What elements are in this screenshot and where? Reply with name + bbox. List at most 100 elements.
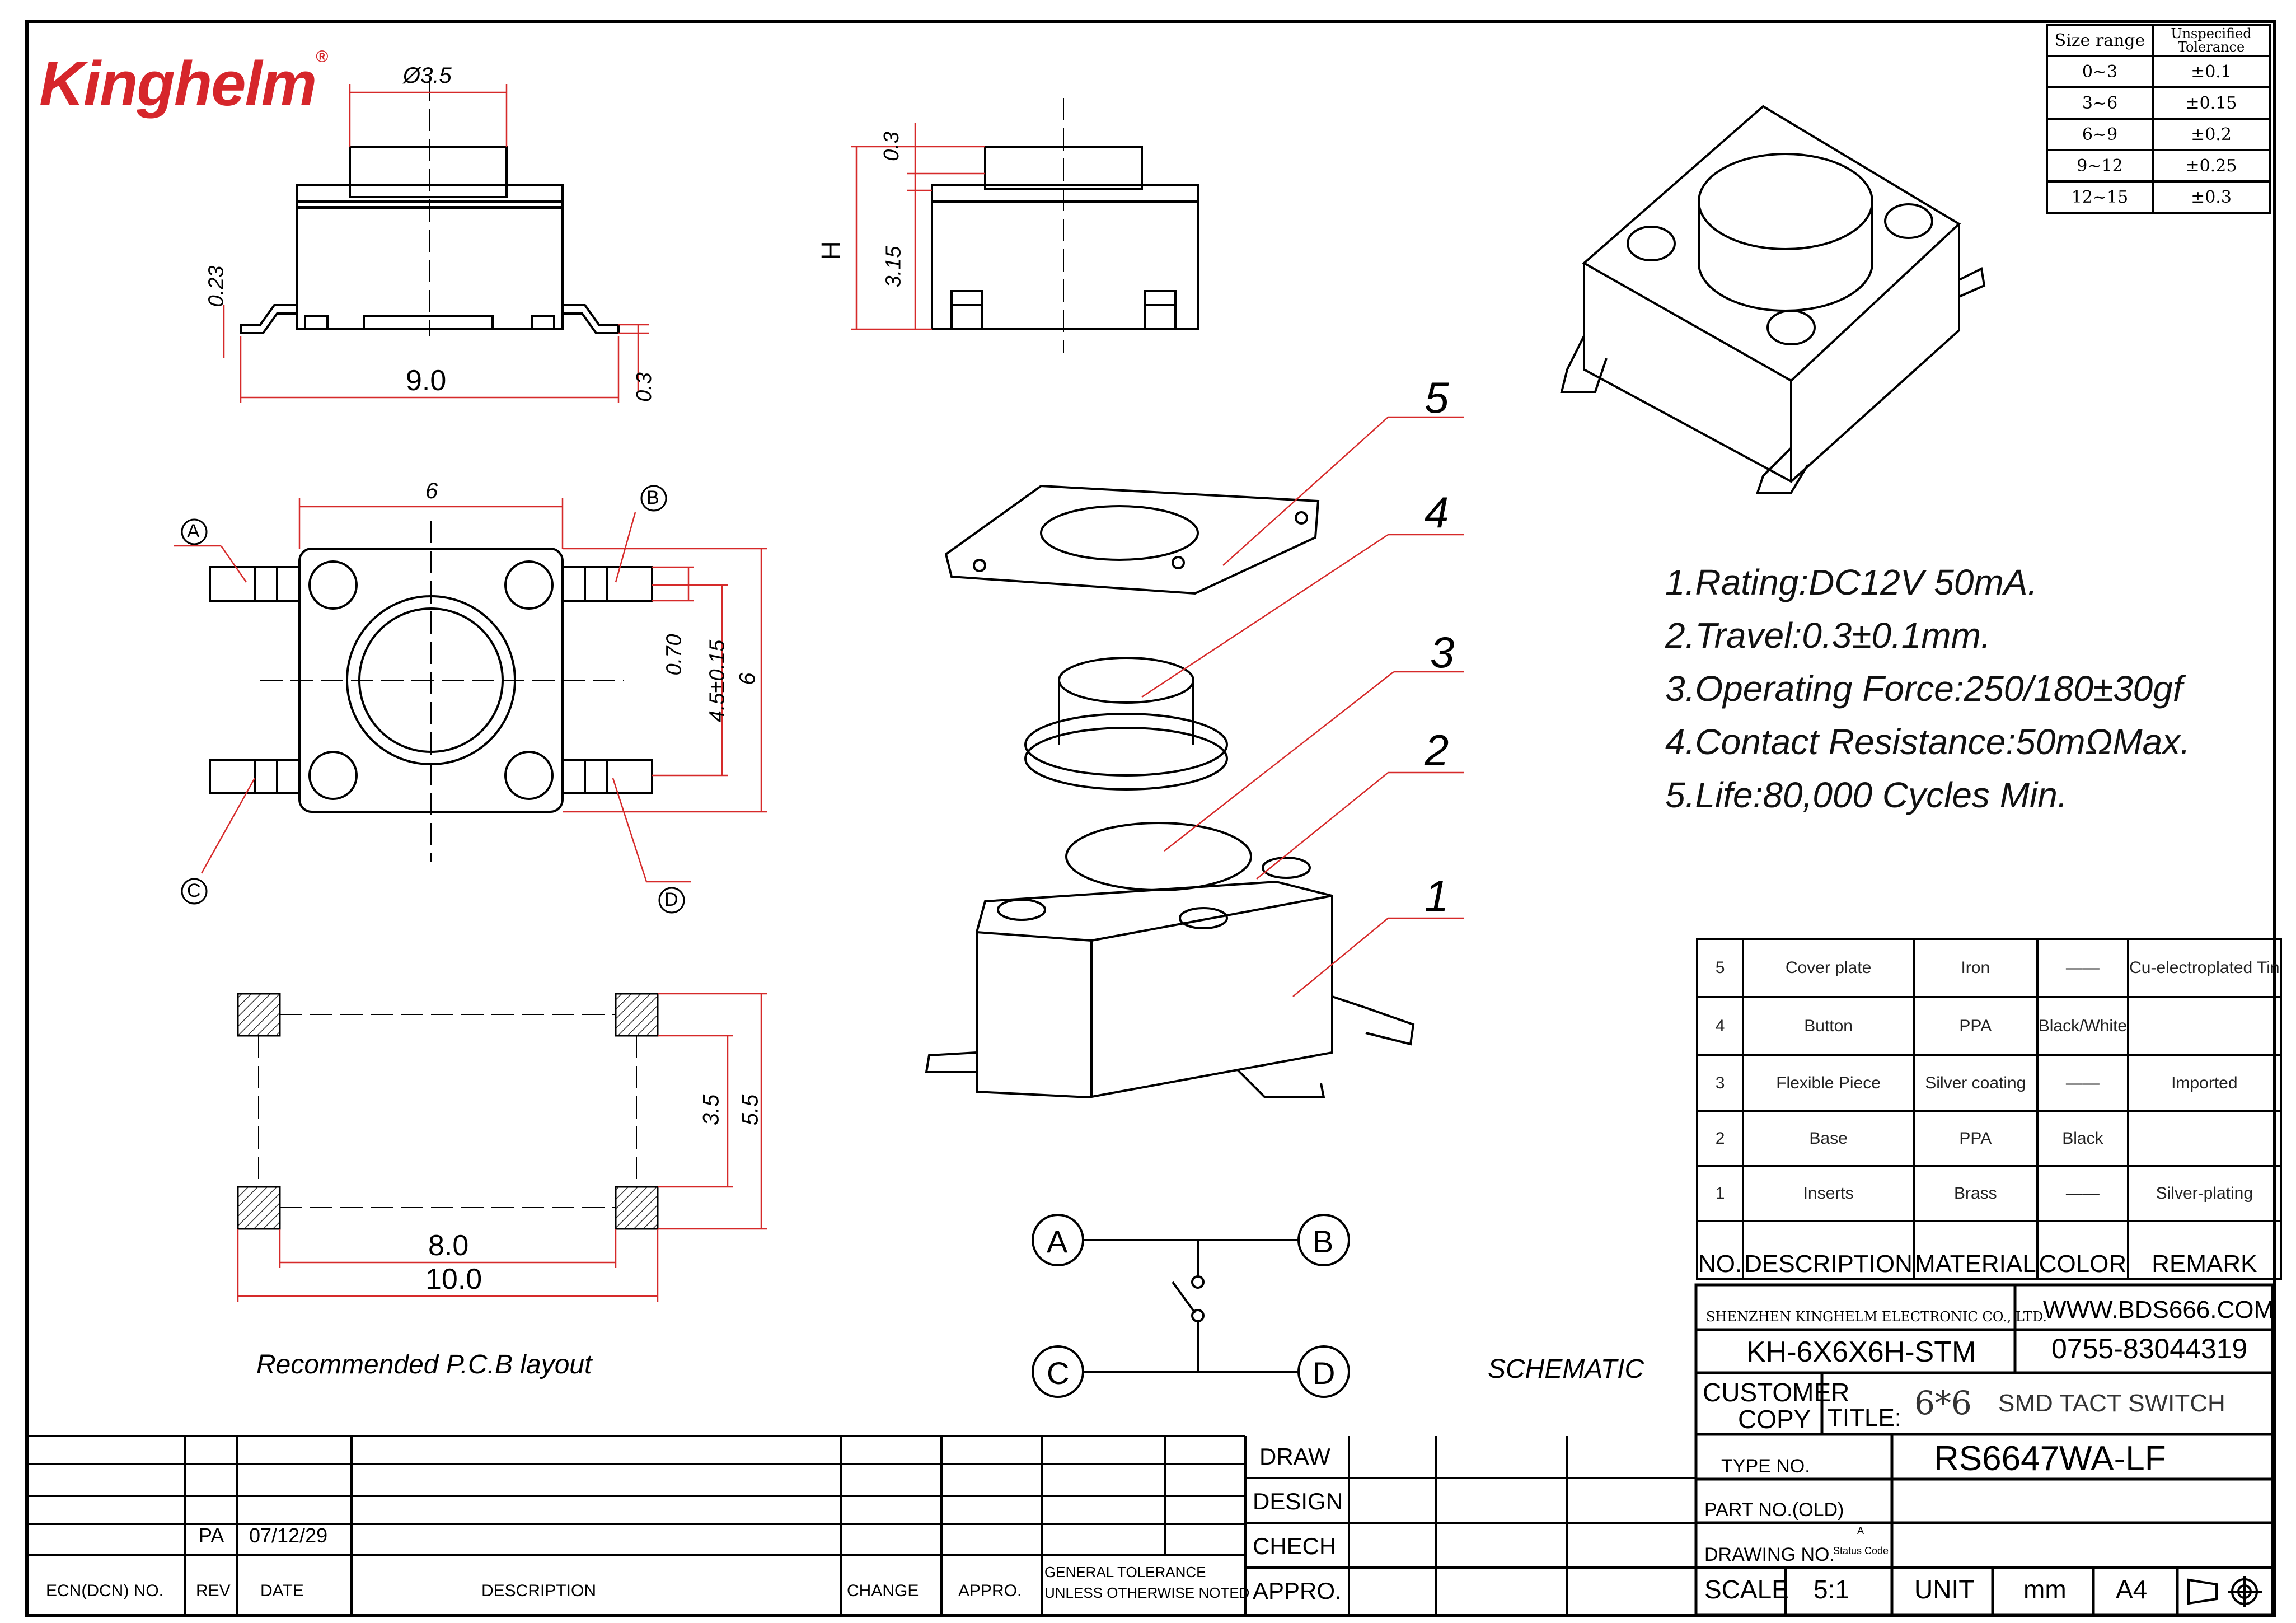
bom-color: Black/White [2036, 996, 2130, 1056]
callout-1: 1 [1425, 871, 1449, 920]
spec-force: 3.Operating Force:250/180±30gf [1665, 668, 2183, 709]
tol-value: ±0.15 [2152, 86, 2271, 120]
pcb-layout [237, 993, 659, 1230]
bom-color: —— [2036, 1165, 2130, 1222]
rev-head-description: DESCRIPTION [481, 1582, 597, 1600]
callout-3: 3 [1430, 628, 1455, 677]
tol-size: 9~12 [2046, 149, 2154, 183]
drawing-no-label: DRAWING NO. [1704, 1544, 1835, 1565]
tolerance-note-2: UNLESS OTHERWISE NOTED [1044, 1584, 1250, 1601]
rev-head-change: CHANGE [847, 1582, 919, 1600]
bom-remark: Imported [2127, 1054, 2282, 1112]
paper-size: A4 [2116, 1575, 2148, 1604]
signoff-draw: DRAW [1259, 1443, 1330, 1470]
spec-rating: 1.Rating:DC12V 50mA. [1665, 562, 2038, 602]
pin-c-label: C [187, 880, 201, 901]
dim-pcb-100: 10.0 [425, 1263, 482, 1295]
title-text: SMD TACT SWITCH [1998, 1390, 2225, 1417]
bom-desc: Button [1742, 996, 1915, 1056]
dim-button-dia: Ø3.5 [403, 63, 452, 88]
spec-life: 5.Life:80,000 Cycles Min. [1665, 775, 2068, 815]
company-name: SHENZHEN KINGHELM ELECTRONIC CO., LTD. [1706, 1309, 2047, 1325]
pcb-dims [237, 993, 767, 1302]
rev-head-date: DATE [260, 1582, 304, 1600]
bom-material: Brass [1912, 1165, 2039, 1222]
bom-material: Iron [1912, 938, 2039, 998]
tol-size: 6~9 [2046, 118, 2154, 151]
dim-pcb-80: 8.0 [428, 1229, 469, 1262]
bom-no: 5 [1695, 938, 1745, 998]
bom-material: Silver coating [1912, 1054, 2039, 1112]
rev-value: PA [199, 1524, 224, 1547]
bom-color: Black [2036, 1110, 2130, 1167]
scale-value: 5:1 [1814, 1575, 1849, 1604]
side-view [931, 98, 1199, 353]
callout-5: 5 [1425, 373, 1449, 422]
copy-label: COPY [1738, 1405, 1811, 1434]
bom-material: PPA [1912, 1110, 2039, 1167]
schematic [1032, 1214, 1350, 1398]
bom-no: 1 [1695, 1165, 1745, 1222]
exploded-view [925, 484, 1415, 1099]
part-no-label: PART NO.(OLD) [1704, 1499, 1844, 1521]
status-a: A [1857, 1525, 1864, 1536]
bom-no: 3 [1695, 1054, 1745, 1112]
schematic-pin-b: B [1313, 1224, 1334, 1259]
title-label: TITLE: [1828, 1404, 1902, 1432]
company-website: WWW.BDS666.COM [2043, 1296, 2275, 1323]
schematic-pin-d: D [1313, 1355, 1336, 1391]
bom-color: —— [2036, 1054, 2130, 1112]
exploded-leaders [1141, 416, 1464, 997]
schematic-pin-a: A [1047, 1224, 1068, 1259]
pin-b-label: B [646, 487, 659, 508]
schematic-pin-c: C [1047, 1355, 1070, 1391]
pcb-caption: Recommended P.C.B layout [256, 1350, 592, 1379]
bom-head-color: COLOR [2036, 1220, 2130, 1280]
bom-head-remark: REMARK [2127, 1220, 2282, 1280]
bom-color: —— [2036, 938, 2130, 998]
dim-width-9: 9.0 [406, 364, 447, 397]
bom-head-material: MATERIAL [1912, 1220, 2039, 1280]
bom-head-no: NO. [1695, 1220, 1745, 1280]
bom-head-desc: DESCRIPTION [1742, 1220, 1915, 1280]
tol-header-tol: Unspecified Tolerance [2152, 24, 2271, 57]
bom-remark [2127, 996, 2282, 1056]
bom-remark [2127, 1110, 2282, 1167]
top-view [209, 521, 653, 862]
spec-resistance: 4.Contact Resistance:50mΩMax. [1665, 722, 2190, 762]
pin-labels [181, 485, 685, 914]
spec-travel: 2.Travel:0.3±0.1mm. [1665, 615, 1991, 656]
tol-value: ±0.25 [2152, 149, 2271, 183]
tol-size: 3~6 [2046, 86, 2154, 120]
signoff-check: CHECH [1253, 1533, 1337, 1559]
unit-value: mm [2023, 1575, 2067, 1604]
callout-4: 4 [1425, 488, 1449, 537]
bom-desc: Flexible Piece [1742, 1054, 1915, 1112]
side-dims [851, 123, 985, 330]
pin-d-label: D [664, 889, 678, 910]
projection-symbol [2187, 1576, 2262, 1607]
bom-desc: Base [1742, 1110, 1915, 1167]
schematic-caption: SCHEMATIC [1488, 1354, 1644, 1384]
kinghelm-logo: Kinghelm® [39, 48, 328, 119]
isometric-view [1560, 105, 1986, 494]
scale-label: SCALE [1704, 1575, 1789, 1604]
dim-top-6: 6 [425, 479, 438, 503]
unit-label: UNIT [1914, 1575, 1975, 1604]
bom-remark: Cu-electroplated Tin [2127, 938, 2282, 998]
bom-no: 4 [1695, 996, 1745, 1056]
pin-a-label: A [187, 521, 200, 542]
rev-head-ecn: ECN(DCN) NO. [46, 1582, 163, 1600]
bom-no: 2 [1695, 1110, 1745, 1167]
type-no-label: TYPE NO. [1721, 1456, 1810, 1477]
bom-remark: Silver-plating [2127, 1165, 2282, 1222]
date-value: 07/12/29 [249, 1524, 328, 1547]
title-size: 6*6 [1914, 1384, 1972, 1422]
rev-head-rev: REV [196, 1582, 231, 1600]
tol-size: 12~15 [2046, 180, 2154, 214]
